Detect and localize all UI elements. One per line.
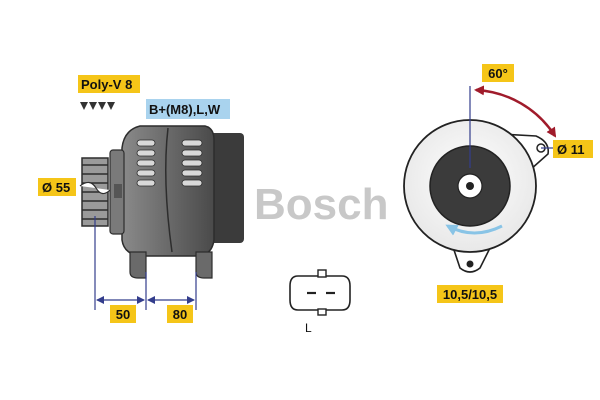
connector-plug <box>289 269 351 316</box>
angle-label: 60° <box>488 66 508 81</box>
angle-arc <box>474 85 557 138</box>
watermark-brand: Bosch <box>254 180 388 229</box>
alternator-side-view <box>79 125 244 279</box>
terminals-label-bg <box>146 99 230 119</box>
mount-dims-label: 10,5/10,5 <box>443 287 497 302</box>
dimension-lines <box>94 216 197 310</box>
terminals-label: B+(M8),L,W <box>149 102 221 117</box>
vent-slots-front <box>136 139 156 187</box>
rear-cover <box>208 133 244 243</box>
belt-label: Poly-V 8 <box>81 77 132 92</box>
pulley <box>79 157 111 227</box>
hole-diameter-label: Ø 11 <box>557 142 584 157</box>
vent-slots-rear <box>181 139 203 187</box>
mount-dims-label-bg <box>437 285 503 303</box>
pulley-diameter-label: Ø 55 <box>42 180 70 195</box>
dim-right-label-bg <box>167 305 193 323</box>
mount-foot-left <box>129 251 147 279</box>
belt-label-bg <box>78 75 140 93</box>
alternator-front-view <box>403 119 550 273</box>
angle-label-bg <box>482 64 514 82</box>
dim-left-label: 50 <box>116 307 130 322</box>
mount-foot-right <box>195 251 213 279</box>
connector-pin-label: L <box>305 321 312 335</box>
dim-left-label-bg <box>110 305 136 323</box>
pulley-diameter-label-bg <box>38 178 76 196</box>
dim-right-label: 80 <box>173 307 187 322</box>
poly-v-groove-icon <box>80 102 115 110</box>
rotation-arrow <box>445 224 503 236</box>
hole-diameter-label-bg <box>553 140 593 158</box>
shaft <box>114 184 122 198</box>
